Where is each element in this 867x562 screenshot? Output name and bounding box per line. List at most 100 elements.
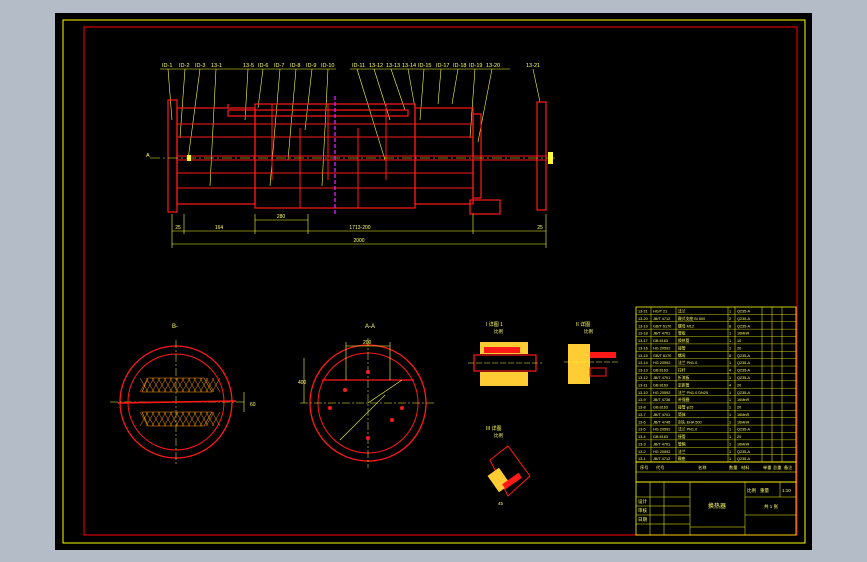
parts-cell: 13-2	[638, 450, 646, 454]
parts-cell: JB/T 4746	[653, 420, 670, 424]
section-view-a: A-A 200 400	[298, 324, 436, 468]
inner-frame	[83, 26, 798, 536]
dim-text-1: 25	[175, 225, 181, 231]
parts-cell: GB 8163	[653, 383, 668, 387]
parts-cell: 13-8	[638, 406, 646, 410]
parts-cell: 4	[729, 383, 731, 387]
parts-cell: 13-17	[638, 339, 648, 343]
parts-cell: GB 8163	[653, 435, 668, 439]
callout-10: ID-10	[321, 63, 334, 69]
parts-cell: 13-3	[638, 442, 646, 446]
parts-cell: Q235-A	[737, 354, 751, 358]
tb-checker: 审核	[638, 507, 647, 514]
parts-cell: 8	[729, 354, 731, 358]
tb-drawing-title: 换热器	[708, 502, 726, 510]
parts-cell: 法兰 PN1.0	[678, 360, 697, 365]
callout-20: 13-20	[486, 63, 500, 69]
parts-cell: HG/T 21	[653, 310, 667, 314]
tie-rod-2	[400, 406, 404, 410]
parts-cell: 定距管	[678, 382, 690, 387]
parts-cell: JB/T 4701	[653, 332, 670, 336]
parts-cell: 1	[729, 442, 731, 446]
parts-cell: HG 20592	[653, 450, 670, 454]
tie-rod-4	[366, 436, 370, 440]
parts-cell: 16MnR	[737, 398, 749, 402]
tie-rod-6	[390, 418, 394, 422]
parts-cell: 8	[729, 324, 731, 328]
parts-cell: 20	[737, 383, 741, 387]
detail-2-title: II 详图	[576, 321, 590, 328]
parts-cell: JB/T 4712	[653, 317, 670, 321]
detail-2-rod-2	[589, 367, 607, 377]
view-a-dim-top: 200	[363, 340, 372, 346]
header-total-weight: 总重	[773, 464, 781, 470]
callout-8: ID-8	[290, 63, 300, 69]
parts-cell: GB 8163	[653, 406, 668, 410]
detail-2-sub: 比例	[584, 328, 593, 335]
parts-cell: 20	[737, 435, 741, 439]
callout-11: ID-11	[352, 63, 365, 69]
parts-cell: 管板	[678, 331, 686, 336]
tube-lattice	[139, 377, 221, 427]
parts-cell: 法兰 PN1.0 DN25	[678, 390, 708, 395]
detail-3-title: III 详图	[486, 425, 502, 432]
parts-cell: 法兰	[678, 309, 686, 314]
parts-cell: GB 8163	[653, 339, 668, 343]
callout-4: 13-1	[211, 63, 222, 69]
detail-1-tube-inner	[484, 347, 520, 353]
parts-cell: JB/T 4736	[653, 398, 670, 402]
parts-cell: HG 20592	[653, 391, 670, 395]
title-block: 设计 审核 日期 换热器 比例 1:10 重量 共 1 张	[635, 481, 797, 536]
parts-cell: 鞍式支座 BI 500	[678, 316, 705, 321]
parts-cell: 封头 EHA 500	[678, 419, 702, 424]
detail-2: II 详图 比例	[564, 321, 620, 384]
callout-14: 13-14	[402, 63, 416, 69]
detail-2-body	[568, 344, 590, 384]
callout-12: 13-12	[369, 63, 383, 69]
callout-1: ID-1	[162, 63, 172, 69]
parts-cell: Q235-A	[737, 324, 751, 328]
parts-cell: 补强圈	[678, 397, 690, 402]
bottom-saddle	[469, 199, 501, 215]
parts-cell: Q235-A	[737, 457, 751, 461]
parts-cell: 13-13	[638, 369, 648, 373]
header-qty: 数量	[729, 464, 737, 471]
header-unit-weight: 单重	[763, 464, 771, 471]
parts-cell: 13-14	[638, 361, 648, 365]
parts-cell: 13-6	[638, 420, 646, 424]
callout-13: 13-13	[386, 63, 400, 69]
parts-cell: JB/T 4701	[653, 413, 670, 417]
tie-rod-3	[366, 370, 370, 374]
tb-scale-label: 比例	[747, 487, 756, 494]
parts-cell: 1	[729, 391, 731, 395]
parts-cell: 13-10	[638, 391, 648, 395]
parts-cell: 20	[737, 406, 741, 410]
parts-cell: 16MnR	[737, 413, 749, 417]
parts-cell: Q235-A	[737, 450, 751, 454]
parts-cell: HG 20592	[653, 346, 670, 350]
callout-5: 13-5	[243, 63, 254, 69]
parts-cell: 10	[737, 339, 741, 343]
detail-1-sub: 比例	[494, 328, 503, 335]
section-marker: A	[146, 153, 150, 159]
parts-cell: 法兰	[678, 449, 686, 454]
callout-7: ID-7	[274, 63, 284, 69]
parts-cell: Q235-A	[737, 369, 751, 373]
parts-cell: HG 20592	[653, 361, 670, 365]
pass-partition	[117, 400, 237, 404]
parts-cell: 1	[729, 406, 731, 410]
parts-cell: 1	[729, 361, 731, 365]
parts-cell: 螺母 M12	[678, 323, 694, 328]
dim-text-4: 1713-200	[349, 225, 370, 231]
dim-text-5: 25	[537, 225, 543, 231]
detail-3-sub: 比例	[494, 432, 503, 439]
left-nozzle-mark	[187, 155, 191, 161]
parts-cell: 拉杆	[678, 368, 686, 373]
parts-cell: 接管 φ25	[678, 405, 693, 410]
parts-cell: 1	[729, 398, 731, 402]
parts-cell: 1	[729, 428, 731, 432]
tb-weight: 重量	[760, 487, 769, 494]
parts-cell: 16MnR	[737, 332, 749, 336]
dim-text-2: 164	[215, 225, 224, 231]
header-code: 代号	[656, 464, 664, 471]
